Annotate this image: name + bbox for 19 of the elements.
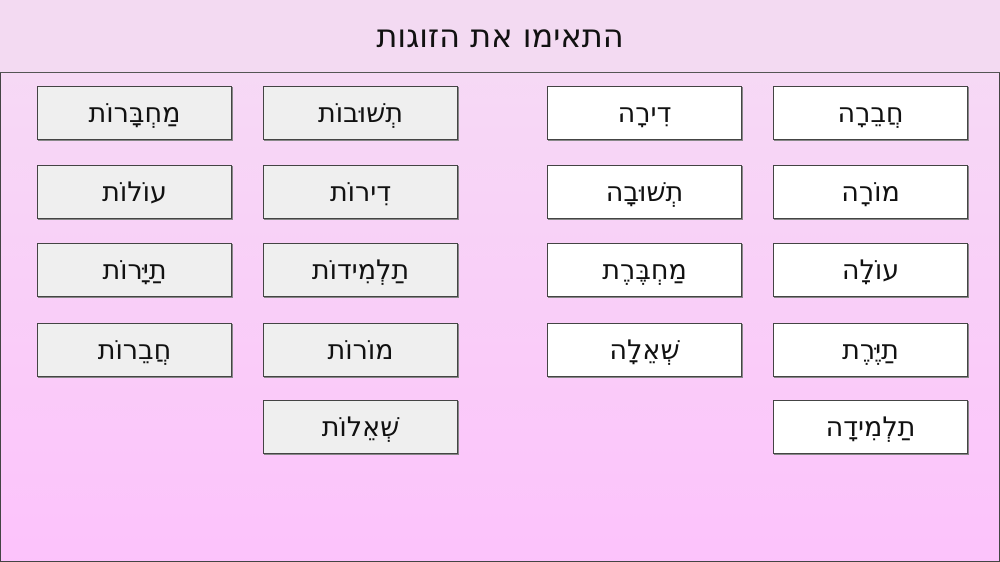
- word-card: תַיָּרוֹת: [37, 243, 232, 297]
- word-card: עוֹלוֹת: [37, 165, 232, 219]
- word-card: מַחְבֶּרֶת: [547, 243, 742, 297]
- word-card: שְׁאֵלָה: [547, 323, 742, 377]
- word-card: מוֹרָה: [773, 165, 968, 219]
- title: התאימו את הזוגות: [376, 17, 624, 55]
- word-card: תַיֶּרֶת: [773, 323, 968, 377]
- word-card: חֲבֵרָה: [773, 86, 968, 140]
- word-card: שְׁאֵלוֹת: [263, 400, 458, 454]
- word-card: דִירוֹת: [263, 165, 458, 219]
- word-card: מוֹרוֹת: [263, 323, 458, 377]
- word-card: תַלְמִידוֹת: [263, 243, 458, 297]
- word-card: חֲבֵרוֹת: [37, 323, 232, 377]
- word-card: דִירָה: [547, 86, 742, 140]
- word-card: תְשׁוּבוֹת: [263, 86, 458, 140]
- word-card: תַלְמִידָה: [773, 400, 968, 454]
- word-card: תְשׁוּבָה: [547, 165, 742, 219]
- word-card: מַחְבָּרוֹת: [37, 86, 232, 140]
- word-card: עוֹלָה: [773, 243, 968, 297]
